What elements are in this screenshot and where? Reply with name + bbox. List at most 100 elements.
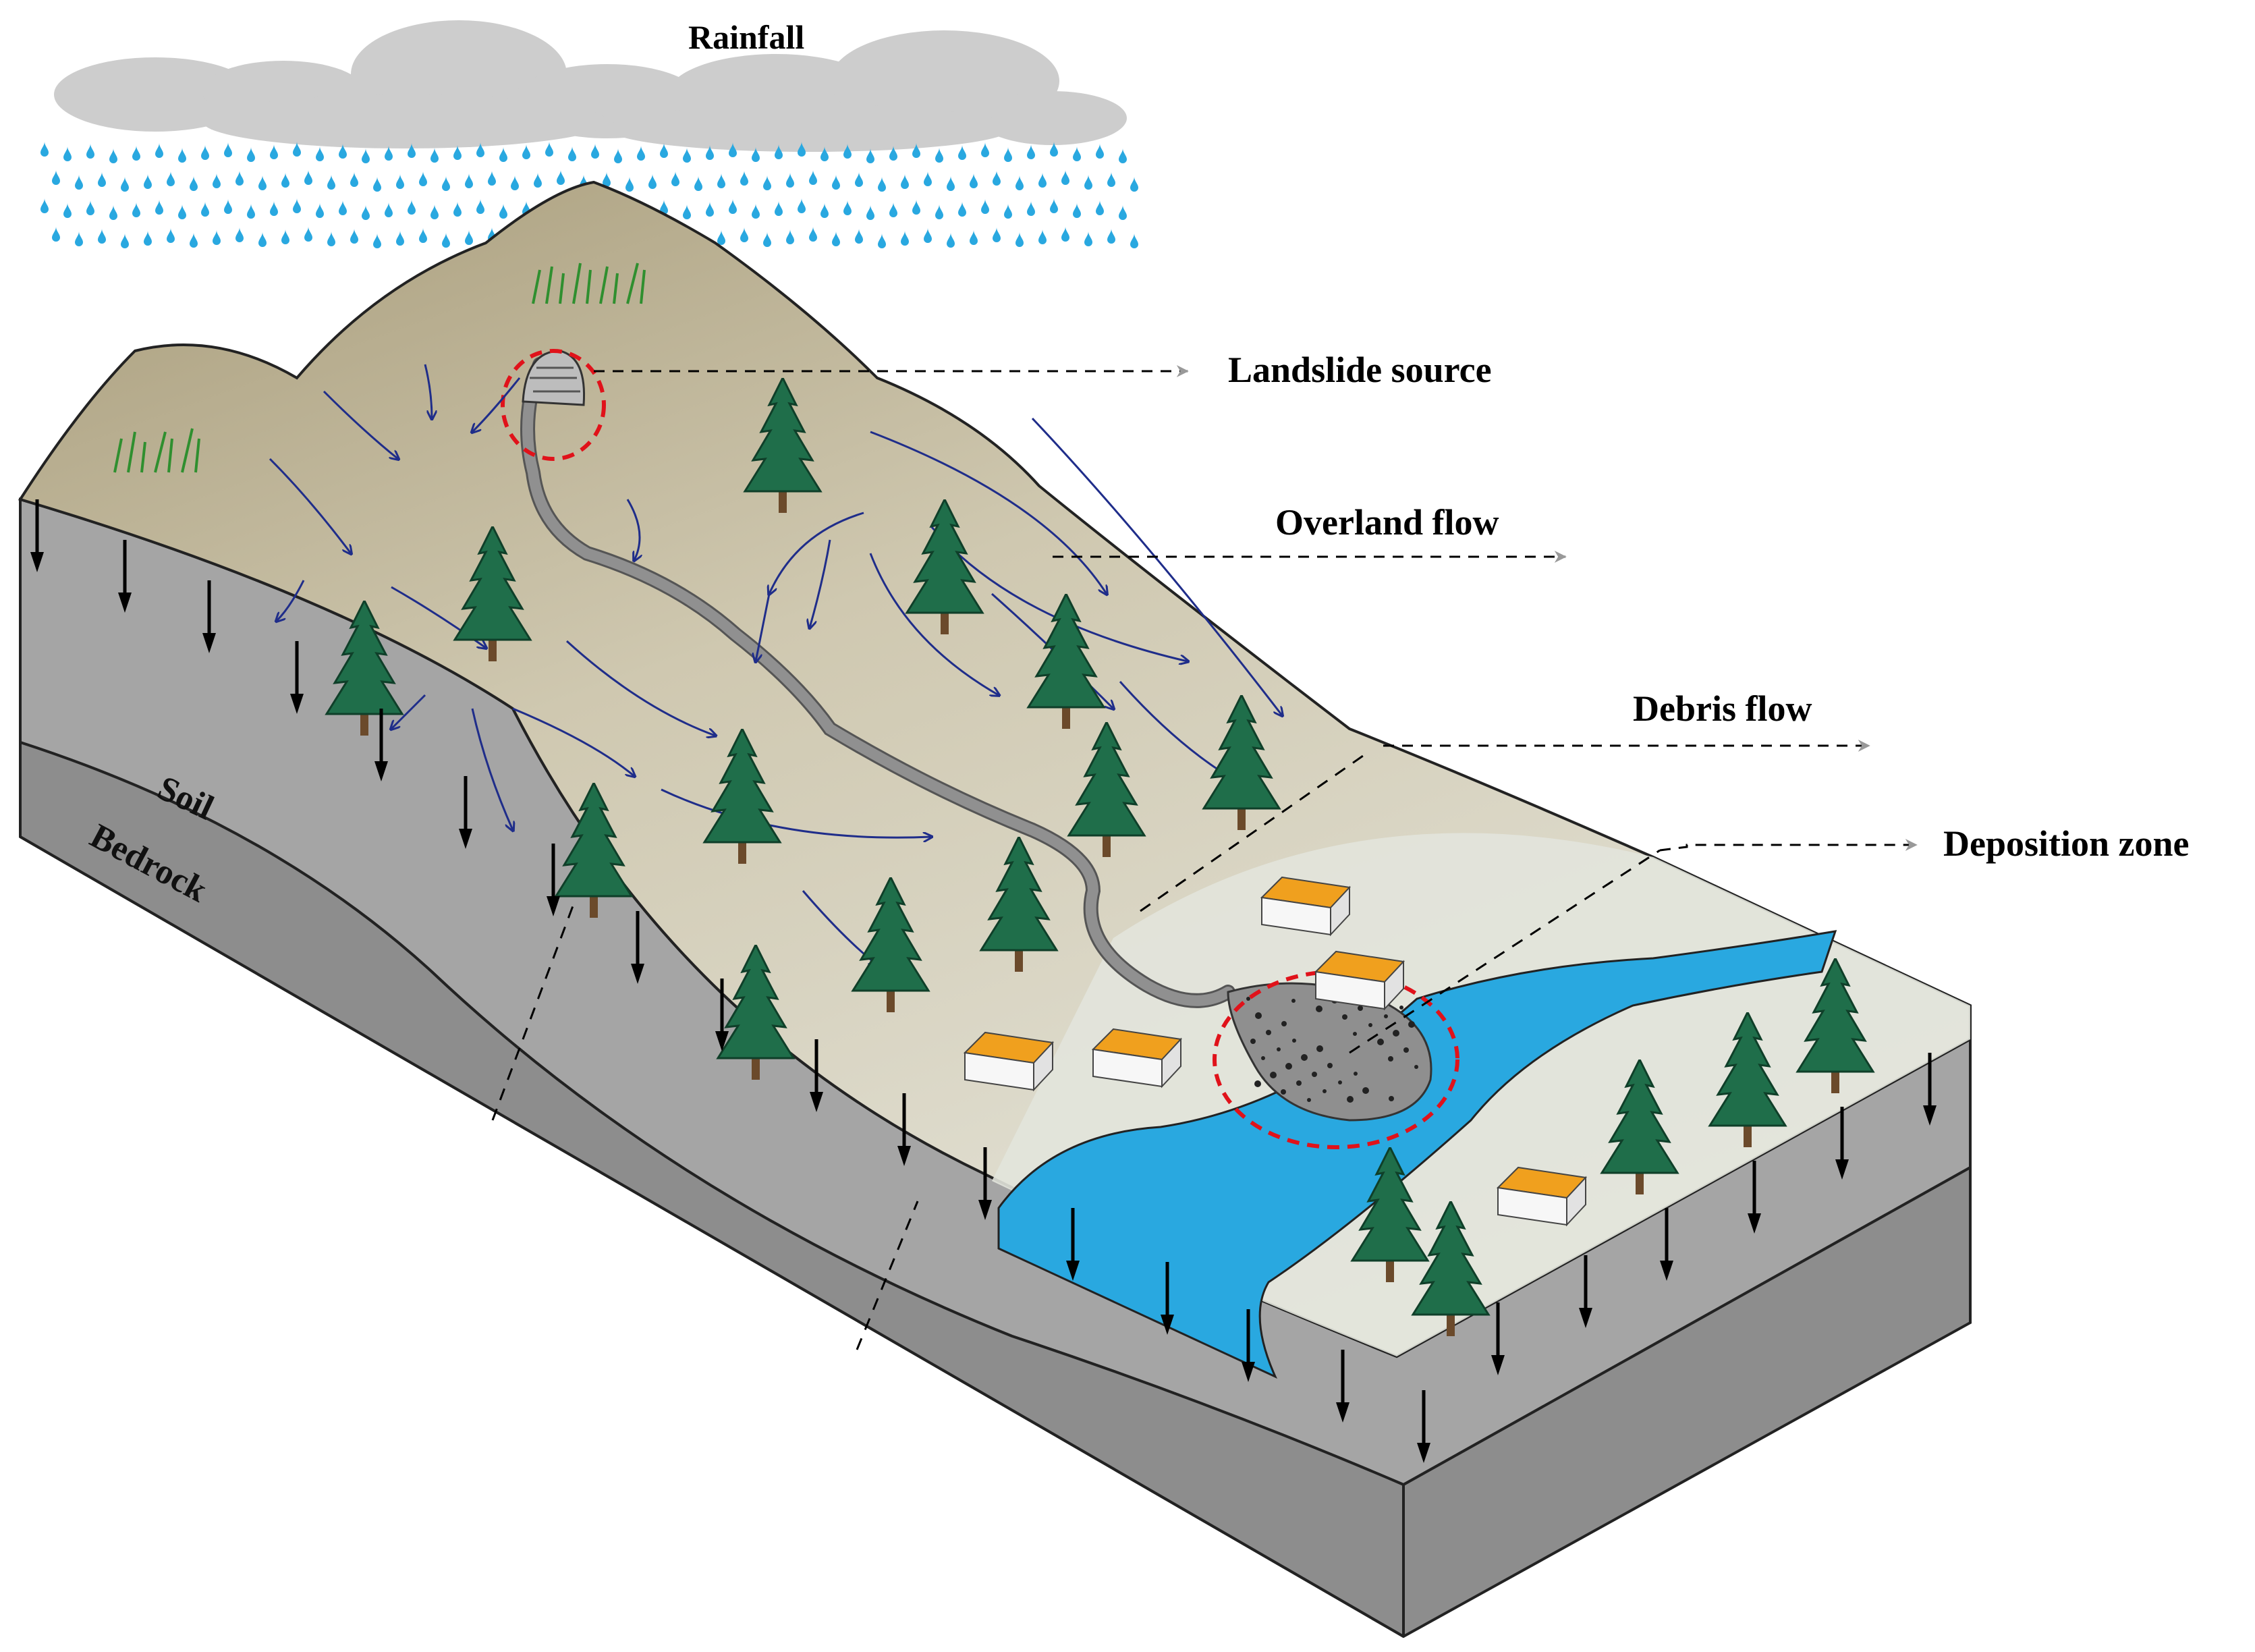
rain-drop-icon	[155, 143, 163, 158]
rain-drop-icon	[1107, 229, 1115, 244]
overland-flow-arrow	[323, 390, 398, 459]
rain-drop-icon	[1119, 148, 1127, 163]
rain-drop-icon	[901, 231, 909, 246]
rain-drop-icon	[924, 171, 932, 186]
rain-drop-icon	[648, 174, 657, 189]
rain-drop-icon	[855, 172, 863, 187]
rainfall-label: Rainfall	[688, 18, 804, 56]
overland-flow-arrow	[269, 458, 351, 553]
rain-drop-icon	[430, 204, 439, 219]
rain-drop-icon	[453, 202, 462, 217]
rain-drop-icon	[809, 170, 817, 185]
debris-particle	[1250, 1039, 1256, 1044]
rain-drop-icon	[362, 148, 370, 163]
debris-particle	[1327, 1063, 1333, 1068]
deposition-zone-label: Deposition zone	[1943, 823, 2190, 864]
rain-drop-icon	[717, 173, 725, 188]
rain-drop-icon	[866, 205, 874, 220]
debris-particle	[1414, 1065, 1418, 1069]
debris-particle	[1353, 1032, 1357, 1036]
rain-drop-icon	[201, 202, 209, 217]
overland-flow-label: Overland flow	[1275, 502, 1499, 543]
rain-drop-icon	[935, 204, 943, 219]
rain-drop-icon	[878, 177, 886, 192]
rain-drop-icon	[740, 227, 748, 242]
debris-particle	[1281, 1021, 1287, 1026]
debris-particle	[1316, 1045, 1323, 1052]
overland-flow-arrow	[870, 431, 1107, 594]
rain-drop-icon	[1130, 233, 1138, 248]
rain-drop-icon	[683, 204, 691, 219]
bedrock-face	[19, 740, 1972, 1639]
rain-drop-icon	[499, 147, 507, 162]
rain-drop-icon	[86, 144, 94, 159]
rain-drop-icon	[511, 175, 519, 190]
rain-drop-icon	[671, 171, 679, 186]
rain-drop-icon	[350, 172, 358, 187]
debris-particle	[1323, 1089, 1327, 1093]
rain-drop-icon	[1084, 175, 1092, 190]
rain-drop-icon	[545, 142, 553, 157]
rain-drop-icon	[1015, 175, 1024, 190]
rain-drop-icon	[1038, 173, 1047, 188]
rain-drop-icon	[235, 227, 244, 242]
rain-drop-icon	[1130, 177, 1138, 192]
rain-drop-icon	[178, 204, 186, 219]
rain-drop-icon	[132, 146, 140, 161]
rain-drop-icon	[304, 227, 312, 242]
rain-drop-icon	[660, 143, 668, 158]
rain-drop-icon	[144, 231, 152, 246]
debris-particle	[1307, 1098, 1311, 1102]
rain-drop-icon	[614, 148, 622, 163]
rain-drop-icon	[98, 229, 106, 244]
overland-flow-arrow	[869, 553, 999, 695]
rain-drop-icon	[52, 227, 60, 242]
rain-drop-icon	[258, 175, 267, 190]
debris-particle	[1389, 1096, 1394, 1101]
debris-particle	[1316, 1006, 1323, 1012]
rain-drop-icon	[981, 199, 989, 214]
rain-drop-icon	[442, 233, 450, 248]
rain-drop-icon	[740, 171, 748, 186]
rain-drop-icon	[213, 230, 221, 245]
rain-drop-icon	[75, 175, 83, 190]
rain-drop-icon	[1061, 227, 1069, 242]
debris-particle	[1354, 1072, 1358, 1076]
rain-drop-icon	[281, 173, 289, 188]
rain-drop-icon	[109, 148, 117, 163]
rain-drop-icon	[568, 146, 576, 161]
overland-flow-arrow	[472, 377, 521, 432]
rain-drop-icon	[809, 227, 817, 242]
rain-drop-icon	[591, 144, 599, 159]
debris-particle	[1393, 1030, 1399, 1037]
rain-drop-icon	[970, 173, 978, 188]
overland-flow-arrow	[471, 708, 513, 830]
rain-drop-icon	[1061, 170, 1069, 185]
debris-flow-label: Debris flow	[1633, 688, 1812, 729]
rain-drop-icon	[63, 146, 72, 161]
rain-drop-icon	[786, 173, 794, 188]
rain-drop-icon	[396, 174, 404, 189]
rain-drop-icon	[419, 171, 427, 186]
rain-drop-icon	[820, 203, 829, 218]
cloud-icon	[54, 20, 1127, 152]
rain-drop-icon	[258, 232, 267, 247]
rain-drop-icon	[958, 145, 966, 160]
rain-drop-icon	[350, 229, 358, 244]
rain-drop-icon	[752, 204, 760, 219]
rain-drop-icon	[304, 170, 312, 185]
rain-drop-icon	[201, 145, 209, 160]
rain-drop-icon	[408, 200, 416, 215]
debris-particle	[1338, 1080, 1342, 1084]
rain-drop-icon	[373, 233, 381, 248]
rain-drop-icon	[190, 176, 198, 191]
debris-particle	[1246, 997, 1250, 1001]
rain-drop-icon	[224, 142, 232, 157]
rain-drop-icon	[362, 205, 370, 220]
rain-drop-icon	[63, 203, 72, 218]
rain-drop-icon	[1004, 204, 1012, 219]
rain-drop-icon	[832, 231, 840, 246]
rain-drop-icon	[98, 172, 106, 187]
overland-flow-arrow	[756, 593, 771, 661]
debris-particle	[1388, 1056, 1393, 1062]
